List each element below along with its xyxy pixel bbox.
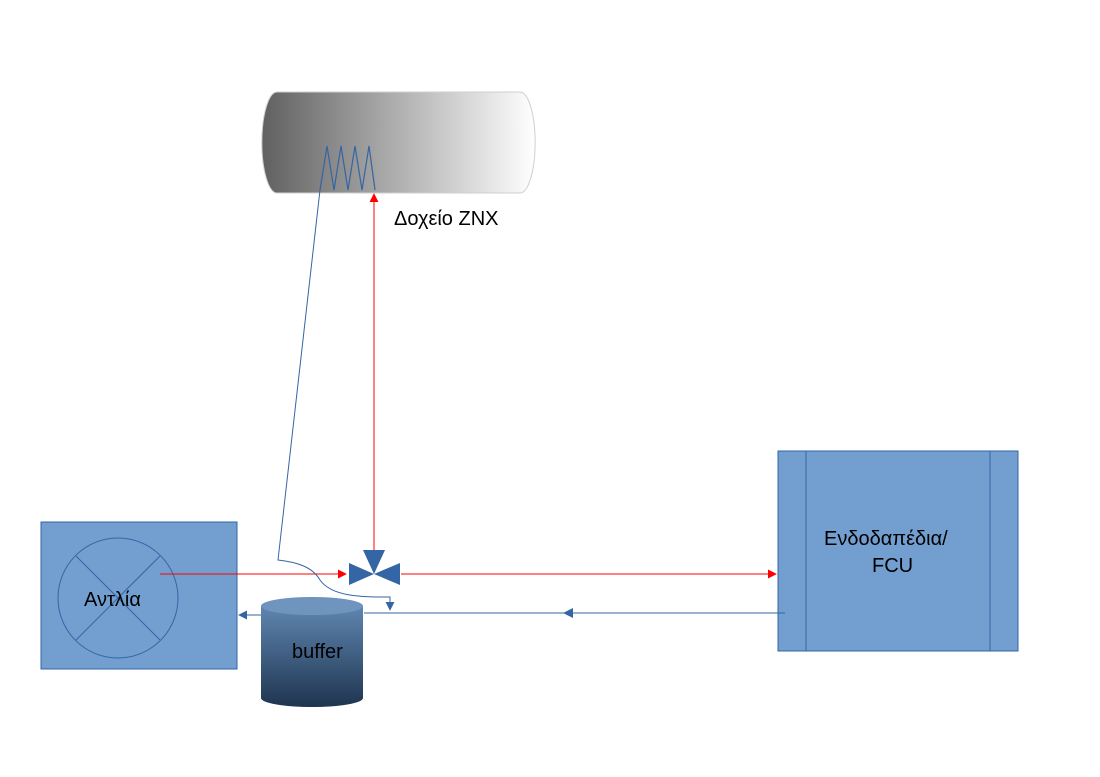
heating-coil <box>319 145 376 191</box>
heat-pump-label: Αντλία <box>84 589 141 611</box>
dhw-tank-body <box>261 91 536 194</box>
fcu-label-line1: Ενδοδαπέδια/ <box>824 528 948 550</box>
dhw-tank <box>261 91 536 194</box>
underfloor-fcu-unit <box>777 450 1019 652</box>
return-line-coil <box>277 189 395 611</box>
buffer-tank <box>261 597 363 707</box>
fcu-box <box>777 450 1019 652</box>
fcu-label-line2: FCU <box>872 555 913 577</box>
pump-symbol-circle <box>57 537 179 659</box>
valve-right <box>374 563 400 585</box>
heat-pump-box <box>40 521 238 670</box>
valve-top <box>363 550 385 574</box>
heat-pump <box>40 521 238 670</box>
buffer-label: buffer <box>292 641 343 663</box>
buffer-tank-top <box>261 597 363 615</box>
three-way-valve <box>349 550 400 585</box>
buffer-tank-body <box>261 606 363 707</box>
dhw-tank-label: Δοχείο ZNX <box>394 208 498 230</box>
pump-symbol-cross-b <box>75 555 161 641</box>
return-flow-arrowhead <box>563 608 573 618</box>
valve-left <box>349 563 374 585</box>
